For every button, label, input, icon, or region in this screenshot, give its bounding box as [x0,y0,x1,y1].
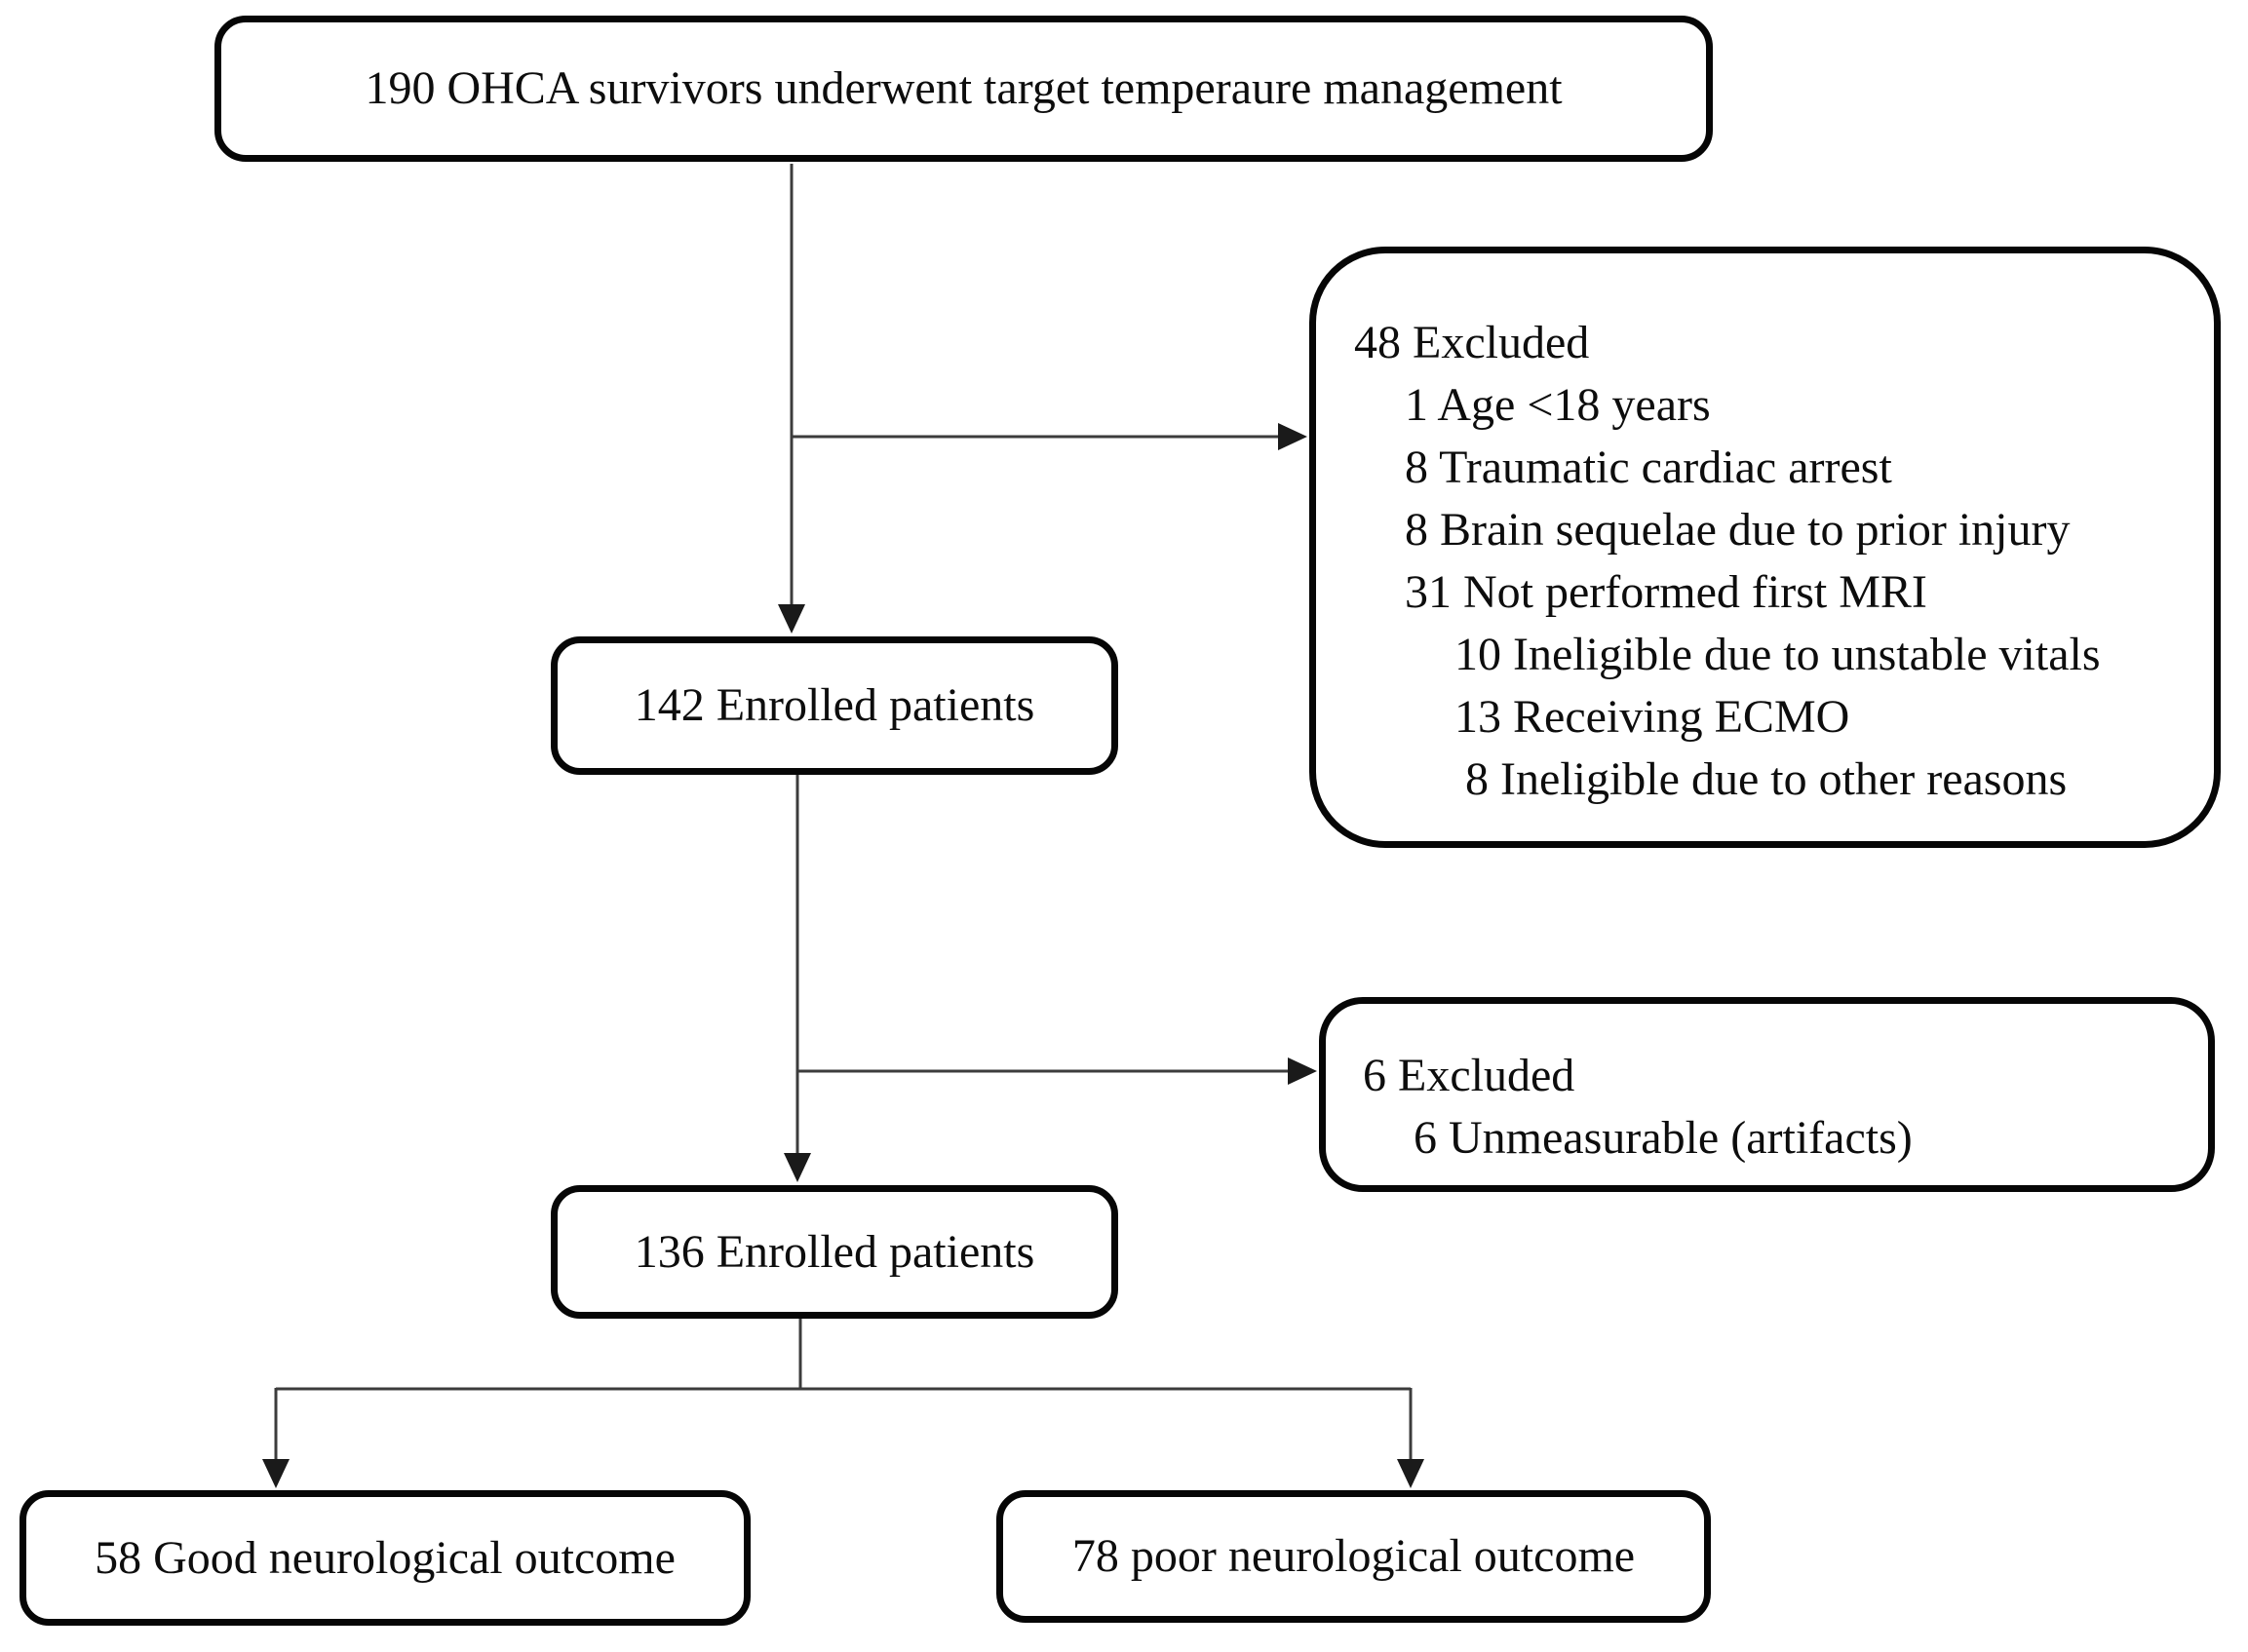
enrolled-142-label: 142 Enrolled patients [634,679,1035,732]
excluded-48-line: 31 Not performed first MRI [1405,566,1927,618]
enrolled-136-label: 136 Enrolled patients [634,1225,1035,1278]
poor-outcome-box: 78 poor neurological outcome [996,1490,1711,1623]
good-outcome-label: 58 Good neurological outcome [95,1531,676,1584]
enrolled-136-box: 136 Enrolled patients [551,1185,1118,1319]
edge-source-excluded48 [792,423,1307,450]
edge-split-good [262,1388,290,1488]
arrow-down-icon [262,1459,290,1488]
excluded-48-line: 8 Brain sequelae due to prior injury [1405,504,2071,556]
good-outcome-box: 58 Good neurological outcome [19,1490,751,1626]
arrow-right-icon [1278,423,1307,450]
enrolled-142-box: 142 Enrolled patients [551,636,1118,775]
edge-split-poor [1397,1388,1424,1488]
excluded-48-line: 48 Excluded [1354,317,1590,368]
excluded-48-line: 13 Receiving ECMO [1454,691,1850,743]
excluded-6-line: 6 Excluded [1363,1050,1575,1101]
excluded-48-line: 1 Age <18 years [1405,379,1711,431]
excluded-48-line: 10 Ineligible due to unstable vitals [1454,629,2101,680]
arrow-right-icon [1288,1057,1317,1085]
poor-outcome-label: 78 poor neurological outcome [1071,1530,1636,1583]
edge-enrolled142-excluded6 [797,1057,1317,1085]
edge-enrolled136-split [276,1318,1411,1391]
arrow-down-icon [778,604,805,634]
source-label: 190 OHCA survivors underwent target temp… [365,62,1563,115]
source-box: 190 OHCA survivors underwent target temp… [214,16,1713,162]
excluded-6-line: 6 Unmeasurable (artifacts) [1414,1112,1913,1164]
excluded-6-box: 6 Excluded 6 Unmeasurable (artifacts) [1319,997,2215,1192]
excluded-48-line: 8 Ineligible due to other reasons [1465,753,2068,805]
edge-enrolled142-enrolled136 [784,775,811,1182]
excluded-48-box: 48 Excluded 1 Age <18 years 8 Traumatic … [1309,247,2221,848]
arrow-down-icon [784,1153,811,1182]
excluded-48-line: 8 Traumatic cardiac arrest [1405,442,1892,493]
arrow-down-icon [1397,1459,1424,1488]
edge-source-enrolled142 [778,164,805,634]
